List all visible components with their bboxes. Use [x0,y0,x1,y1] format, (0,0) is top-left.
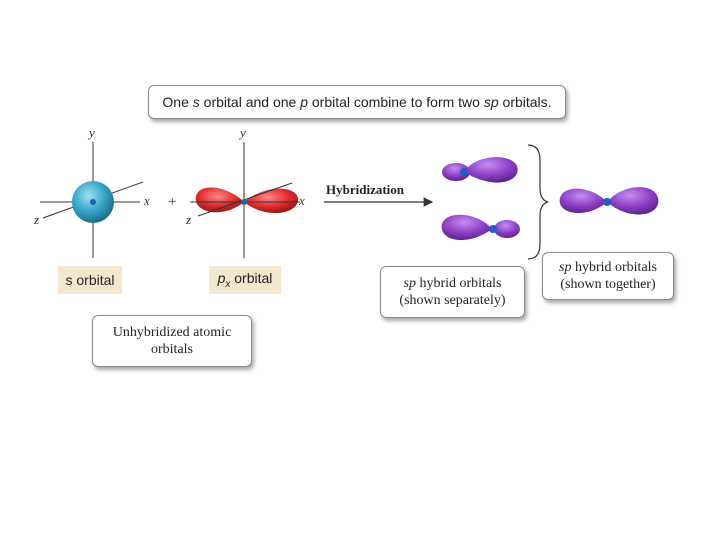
sp-together-left-lobe [559,188,607,214]
unhybridized-callout: Unhybridized atomic orbitals [92,315,252,367]
p-z-label: z [185,212,191,227]
p-lobe-right [244,188,299,214]
px-orbital-label: px orbital [209,266,281,294]
sp-hybrid-bottom [441,214,520,241]
sp-bottom-nucleus [489,225,497,233]
s-nucleus [90,199,96,205]
s-y-label: y [87,125,95,140]
plus-sign: + [168,194,176,210]
s-orbital-label: s orbital [58,266,122,294]
p-x-label: x [298,193,305,208]
sp-separate-callout: sp hybrid orbitals (shown separately) [380,266,525,318]
sp-top-large-lobe [464,157,518,183]
s-z-label: z [33,212,39,227]
unhybridized-line1: Unhybridized atomic [112,325,232,340]
hybridization-label: Hybridization [326,182,405,197]
sp-together-nucleus [603,198,611,206]
sp-together-line1: sp hybrid orbitals [559,260,657,275]
sp-top-nucleus [460,168,468,176]
sp-bottom-small-lobe [494,220,520,238]
s-x-label: x [143,193,150,208]
sp-top-small-lobe [442,163,470,181]
p-nucleus [241,199,247,205]
sp-hybrid-top [442,157,518,183]
px-orbital-text: px orbital [217,270,273,290]
sp-bottom-large-lobe [441,214,492,241]
unhybridized-line2: orbitals [151,342,193,357]
sp-together-line2: (shown together) [560,277,656,292]
px-orbital-figure: y x z [185,125,305,258]
p-lobe-left [195,187,244,213]
s-orbital-figure: y x z [33,125,150,258]
sp-hybrid-together [559,187,659,215]
sp-separate-line1: sp hybrid orbitals [403,276,502,291]
title-text: One s orbital and one p orbital combine … [162,94,552,110]
p-y-label: y [238,125,246,140]
sp-separate-line2: (shown separately) [399,293,506,308]
sp-together-callout: sp hybrid orbitals (shown together) [542,252,674,300]
grouping-brace [527,144,549,260]
title-callout: One s orbital and one p orbital combine … [148,85,566,119]
sp-together-right-lobe [607,187,659,215]
